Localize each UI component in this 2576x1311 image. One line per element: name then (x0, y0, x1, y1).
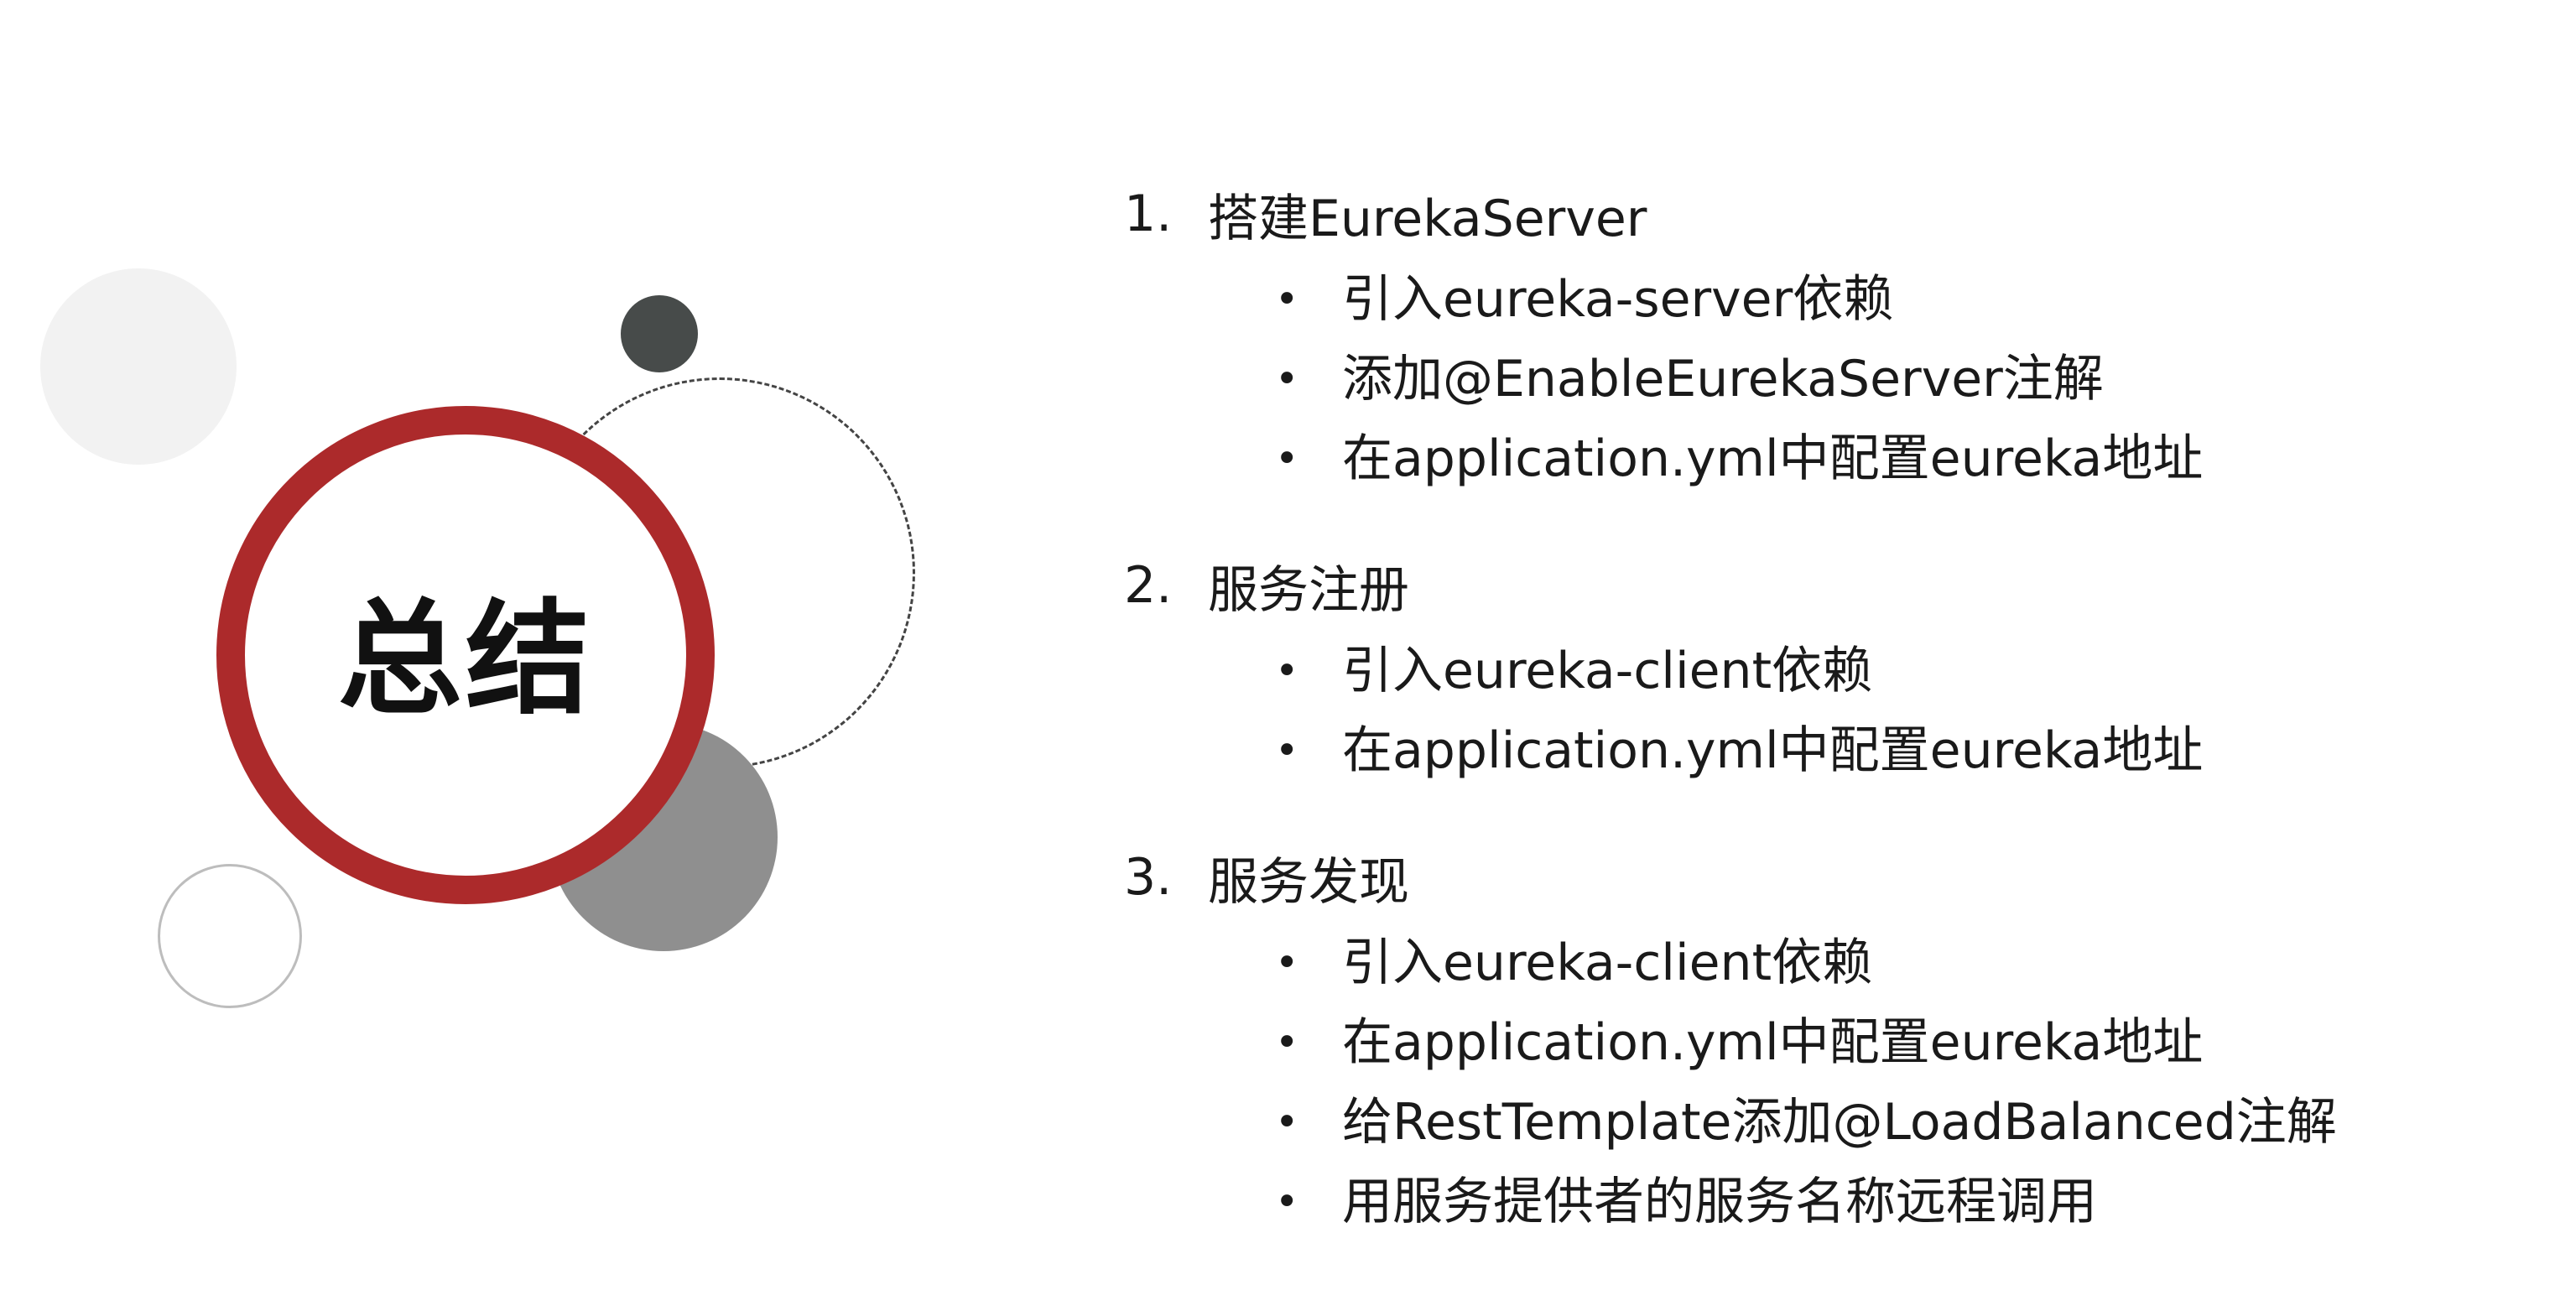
section-number: 3. (1124, 848, 1173, 907)
decoration-dark-dot (621, 295, 698, 372)
list-item: • 添加@EnableEurekaServer注解 (1275, 340, 2466, 419)
list-item: • 给RestTemplate添加@LoadBalanced注解 (1275, 1083, 2466, 1163)
list-item-text: 引入eureka-server依赖 (1342, 270, 1894, 329)
section-title: 服务发现 (1208, 852, 1409, 912)
decoration-outline-circle (158, 864, 302, 1008)
bullet-icon: • (1275, 276, 1299, 323)
bullet-icon: • (1275, 356, 1299, 403)
bullet-icon: • (1275, 1178, 1299, 1225)
section-items: • 引入eureka-server依赖 • 添加@EnableEurekaServe… (1124, 260, 2466, 499)
list-item: • 在application.yml中配置eureka地址 (1275, 1003, 2466, 1083)
section-title: 搭建EurekaServer (1208, 189, 1647, 248)
bullet-icon: • (1275, 435, 1299, 482)
section-number: 1. (1124, 185, 1173, 243)
list-item-text: 用服务提供者的服务名称远程调用 (1342, 1173, 2097, 1231)
list-item: • 引入eureka-client依赖 (1275, 923, 2466, 1003)
section-heading: 2. 服务注册 (1124, 539, 2466, 632)
page-title: 总结 (338, 587, 593, 731)
section-1: 1. 搭建EurekaServer • 引入eureka-server依赖 • 添加… (1124, 168, 2466, 499)
list-item: • 用服务提供者的服务名称远程调用 (1275, 1163, 2466, 1242)
section-title: 服务注册 (1208, 560, 1409, 620)
section-heading: 3. 服务发现 (1124, 831, 2466, 923)
list-item-text: 引入eureka-client依赖 (1342, 934, 1873, 992)
title-ring: 总结 (216, 406, 715, 904)
list-item: • 引入eureka-client依赖 (1275, 632, 2466, 711)
decoration-light-circle (40, 268, 237, 465)
bullet-icon: • (1275, 1099, 1299, 1146)
list-item-text: 添加@EnableEurekaServer注解 (1342, 350, 2104, 408)
list-item: • 在application.yml中配置eureka地址 (1275, 711, 2466, 791)
list-item-text: 引入eureka-client依赖 (1342, 642, 1873, 700)
section-heading: 1. 搭建EurekaServer (1124, 168, 2466, 260)
bullet-icon: • (1275, 1019, 1299, 1066)
list-item-text: 在application.yml中配置eureka地址 (1342, 429, 2204, 488)
list-item: • 引入eureka-server依赖 (1275, 260, 2466, 340)
list-item-text: 给RestTemplate添加@LoadBalanced注解 (1342, 1093, 2337, 1152)
bullet-icon: • (1275, 727, 1299, 774)
list-item-text: 在application.yml中配置eureka地址 (1342, 1013, 2204, 1072)
section-items: • 引入eureka-client依赖 • 在application.yml中配置e… (1124, 923, 2466, 1242)
section-number: 2. (1124, 556, 1173, 615)
section-2: 2. 服务注册 • 引入eureka-client依赖 • 在application… (1124, 539, 2466, 791)
list-item-text: 在application.yml中配置eureka地址 (1342, 721, 2204, 780)
list-item: • 在application.yml中配置eureka地址 (1275, 419, 2466, 499)
summary-list: 1. 搭建EurekaServer • 引入eureka-server依赖 • 添加… (1124, 168, 2466, 1282)
section-items: • 引入eureka-client依赖 • 在application.yml中配置e… (1124, 632, 2466, 791)
section-3: 3. 服务发现 • 引入eureka-client依赖 • 在application… (1124, 831, 2466, 1242)
bullet-icon: • (1275, 939, 1299, 986)
bullet-icon: • (1275, 648, 1299, 695)
